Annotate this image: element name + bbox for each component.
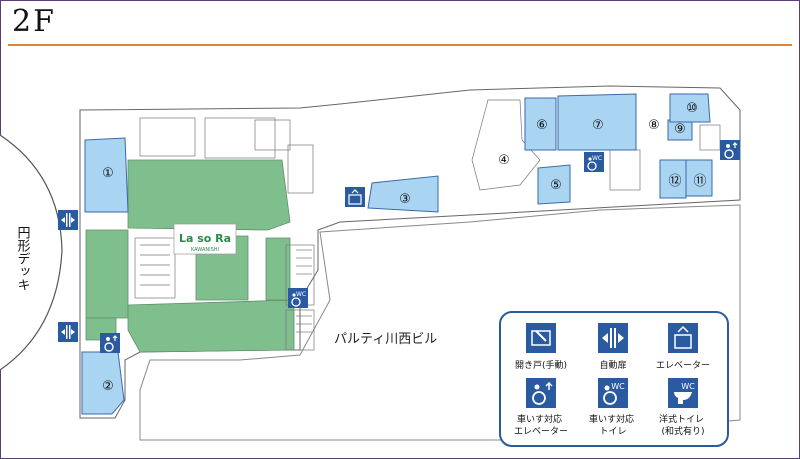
deck-label: 円形デッキ <box>15 226 31 291</box>
wheelchair-elevator-icon <box>720 140 740 160</box>
store-6 <box>524 97 557 151</box>
svg-text:WC: WC <box>592 155 602 162</box>
legend-label-hinged-door: 開き戸(手動) <box>515 359 567 371</box>
elevator-icon <box>668 323 698 353</box>
legend-label-wheelchair-elevator: 車いす対応 エレベーター <box>514 413 568 437</box>
hinged-door-icon <box>526 323 556 353</box>
room-label-1: ① <box>102 166 114 181</box>
room-label-6: ⑥ <box>536 118 548 133</box>
store-10 <box>669 93 711 123</box>
room-label-4: ④ <box>498 153 510 168</box>
automatic-door-icon <box>58 322 78 342</box>
room-label-8: ⑧ <box>648 118 660 133</box>
legend-label-elevator: エレベーター <box>656 360 710 371</box>
store-5 <box>537 164 571 205</box>
room-label-5: ⑤ <box>550 178 562 193</box>
store-12 <box>659 159 687 199</box>
legend: 開き戸(手動) 自動扉 エレベーター WC WC 車いす対応 エレベーター 車い… <box>499 311 729 447</box>
wheelchair-elevator-icon <box>100 333 120 353</box>
circular-deck <box>0 134 63 371</box>
room-label-3: ③ <box>399 192 411 207</box>
svg-text:WC: WC <box>681 382 695 391</box>
legend-line: エレベーター <box>514 426 568 437</box>
wheelchair-toilet-icon: WC <box>584 152 604 172</box>
room-label-10: ⑩ <box>686 101 698 116</box>
legend-label-wheelchair-toilet: 車いす対応 トイレ <box>589 413 637 437</box>
wheelchair-toilet-icon: WC <box>598 378 628 408</box>
automatic-door-icon <box>58 210 78 230</box>
legend-line: 車いす対応 <box>589 413 634 425</box>
legend-line: 車いす対応 <box>517 413 562 425</box>
common-area <box>85 159 295 353</box>
room-label-2: ② <box>102 379 114 394</box>
legend-line: (和式有り) <box>661 425 704 437</box>
store-1 <box>84 137 129 213</box>
parti-building-label: パルティ川西ビル <box>334 332 437 347</box>
floor-title: 2F <box>12 4 56 39</box>
room-label-9: ⑨ <box>674 122 686 137</box>
western-toilet-icon: WC <box>668 378 698 408</box>
legend-line: 洋式トイレ <box>659 413 704 425</box>
corridor-details <box>134 99 721 351</box>
wheelchair-elevator-icon <box>526 378 556 408</box>
room-label-7: ⑦ <box>592 118 604 133</box>
room-label-11: ⑪ <box>693 174 706 189</box>
title-rule <box>8 44 792 46</box>
svg-text:WC: WC <box>296 291 306 298</box>
lasora-logo: La so Ra KAWANISHI <box>173 223 237 255</box>
logo-sub: KAWANISHI <box>191 247 219 253</box>
automatic-door-icon <box>598 323 628 353</box>
logo-text: La so Ra <box>179 232 231 245</box>
store-3 <box>367 175 439 213</box>
legend-line: トイレ <box>599 427 626 437</box>
map-icons: WC WC <box>58 140 740 353</box>
legend-label-automatic-door: 自動扉 <box>599 359 626 371</box>
svg-text:WC: WC <box>611 382 625 391</box>
room-numbers: ① ② ③ ④ ⑤ ⑥ ⑦ ⑧ ⑨ ⑩ ⑪ ⑫ <box>102 101 706 394</box>
legend-label-western-toilet: 洋式トイレ (和式有り) <box>659 413 707 437</box>
store-areas <box>81 93 713 415</box>
room-label-12: ⑫ <box>668 174 681 189</box>
elevator-icon <box>345 187 365 207</box>
store-7 <box>557 93 637 151</box>
wheelchair-toilet-icon: WC <box>288 288 308 308</box>
